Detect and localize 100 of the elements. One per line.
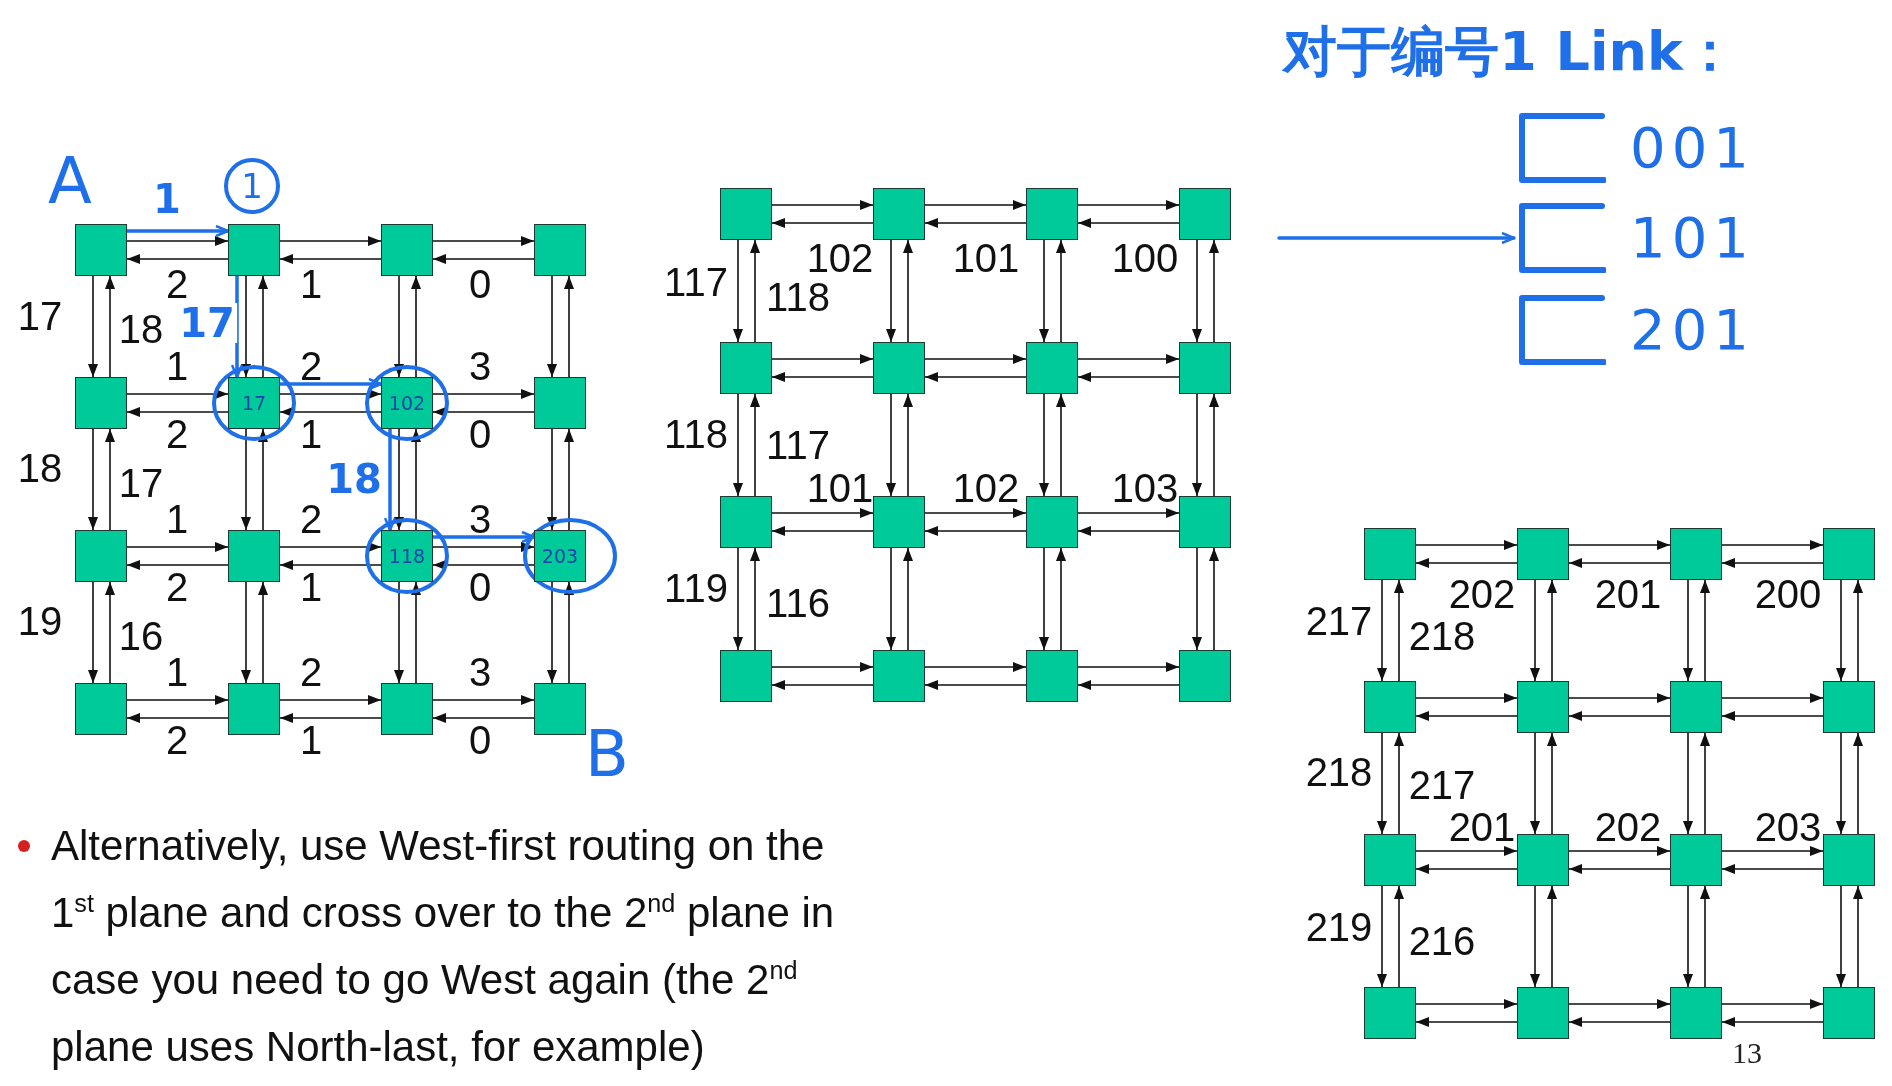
arrow bbox=[432, 254, 535, 264]
arrow bbox=[105, 275, 115, 378]
arrow bbox=[1683, 885, 1693, 988]
arrow bbox=[1394, 885, 1404, 988]
link-number: 117 bbox=[766, 425, 830, 465]
router-node bbox=[1670, 681, 1722, 733]
router-node bbox=[1179, 496, 1231, 548]
arrow bbox=[1721, 540, 1824, 550]
arrow bbox=[258, 581, 268, 684]
arrow bbox=[564, 428, 574, 531]
arrow bbox=[432, 236, 535, 246]
handwritten-note: 203 bbox=[541, 546, 579, 566]
link-number: 103 bbox=[1111, 468, 1179, 508]
link-number: 3 bbox=[468, 499, 492, 539]
arrow bbox=[771, 680, 874, 690]
handwritten-letter: A bbox=[48, 149, 92, 213]
router-node bbox=[1179, 188, 1231, 240]
link-number: 2 bbox=[165, 264, 189, 304]
arrow bbox=[126, 560, 229, 570]
link-number: 0 bbox=[468, 264, 492, 304]
arrow bbox=[1721, 711, 1824, 721]
router-node bbox=[720, 342, 772, 394]
arrow bbox=[1077, 526, 1180, 536]
circled-number: 1 bbox=[224, 158, 280, 214]
bullet-text: Alternatively, use West-first routing on the 1$^{st}$ plane and cross over to the 2$^{nd}$ plane in case you need to go West again (the 2$^{nd}$ plane uses North-last, for example) bbox=[51, 821, 836, 1072]
link-number: 217 bbox=[1408, 765, 1476, 805]
arrow bbox=[88, 428, 98, 531]
arrow bbox=[1530, 579, 1540, 682]
arrow bbox=[1568, 558, 1671, 568]
arrow bbox=[771, 508, 874, 518]
router-node bbox=[720, 188, 772, 240]
router-node bbox=[720, 650, 772, 702]
link-number: 217 bbox=[1305, 601, 1373, 641]
link-number: 201 bbox=[1448, 807, 1516, 847]
arrow bbox=[564, 581, 574, 684]
annotation-arrow bbox=[383, 427, 397, 532]
link-number: 101 bbox=[952, 238, 1020, 278]
link-number: 17 bbox=[17, 296, 63, 336]
arrow bbox=[411, 581, 421, 684]
binary-code: 101 bbox=[1630, 210, 1755, 266]
arrow bbox=[1721, 864, 1824, 874]
arrow bbox=[1721, 846, 1824, 856]
link-number: 17 bbox=[118, 463, 164, 503]
arrow bbox=[126, 389, 229, 399]
router-node bbox=[873, 496, 925, 548]
arrow bbox=[1568, 711, 1671, 721]
arrow bbox=[1209, 393, 1219, 497]
arrow bbox=[126, 407, 229, 417]
arrow bbox=[771, 354, 874, 364]
router-node bbox=[228, 224, 280, 276]
arrow bbox=[1415, 864, 1518, 874]
arrow bbox=[1377, 579, 1387, 682]
arrow bbox=[924, 508, 1027, 518]
binary-code: 201 bbox=[1630, 302, 1755, 358]
router-node bbox=[534, 377, 586, 429]
router-node bbox=[381, 377, 433, 429]
arrow bbox=[1056, 393, 1066, 497]
arrow bbox=[924, 680, 1027, 690]
arrow bbox=[126, 254, 229, 264]
arrow bbox=[394, 581, 404, 684]
arrow bbox=[1394, 732, 1404, 835]
arrow bbox=[924, 354, 1027, 364]
arrow bbox=[1077, 218, 1180, 228]
router-node bbox=[1026, 496, 1078, 548]
router-node bbox=[1364, 987, 1416, 1039]
router-node bbox=[228, 377, 280, 429]
arrow bbox=[1209, 239, 1219, 343]
arrow bbox=[547, 428, 557, 531]
arrow bbox=[1056, 239, 1066, 343]
link-number: 119 bbox=[664, 568, 728, 608]
arrow bbox=[88, 275, 98, 378]
annotation-arrow bbox=[431, 530, 536, 544]
arrow bbox=[1415, 693, 1518, 703]
arrow bbox=[279, 695, 382, 705]
arrow bbox=[279, 542, 382, 552]
arrow bbox=[241, 581, 251, 684]
arrow bbox=[126, 542, 229, 552]
router-node bbox=[1823, 834, 1875, 886]
link-number: 118 bbox=[766, 277, 830, 317]
handwritten-note: 102 bbox=[388, 393, 426, 413]
link-number: 1 bbox=[165, 499, 189, 539]
arrow bbox=[126, 713, 229, 723]
link-number: 2 bbox=[299, 499, 323, 539]
arrow bbox=[1192, 239, 1202, 343]
link-number: 118 bbox=[664, 414, 728, 454]
arrow bbox=[432, 407, 535, 417]
arrow bbox=[924, 200, 1027, 210]
router-node bbox=[1026, 650, 1078, 702]
router-node bbox=[1670, 834, 1722, 886]
router-node bbox=[381, 224, 433, 276]
arrow bbox=[886, 547, 896, 651]
arrow bbox=[411, 428, 421, 531]
router-node bbox=[1823, 528, 1875, 580]
arrow bbox=[1721, 999, 1824, 1009]
router-node bbox=[1517, 528, 1569, 580]
router-node bbox=[228, 530, 280, 582]
arrow bbox=[1568, 846, 1671, 856]
arrow bbox=[733, 547, 743, 651]
router-node bbox=[873, 188, 925, 240]
router-node bbox=[1179, 342, 1231, 394]
